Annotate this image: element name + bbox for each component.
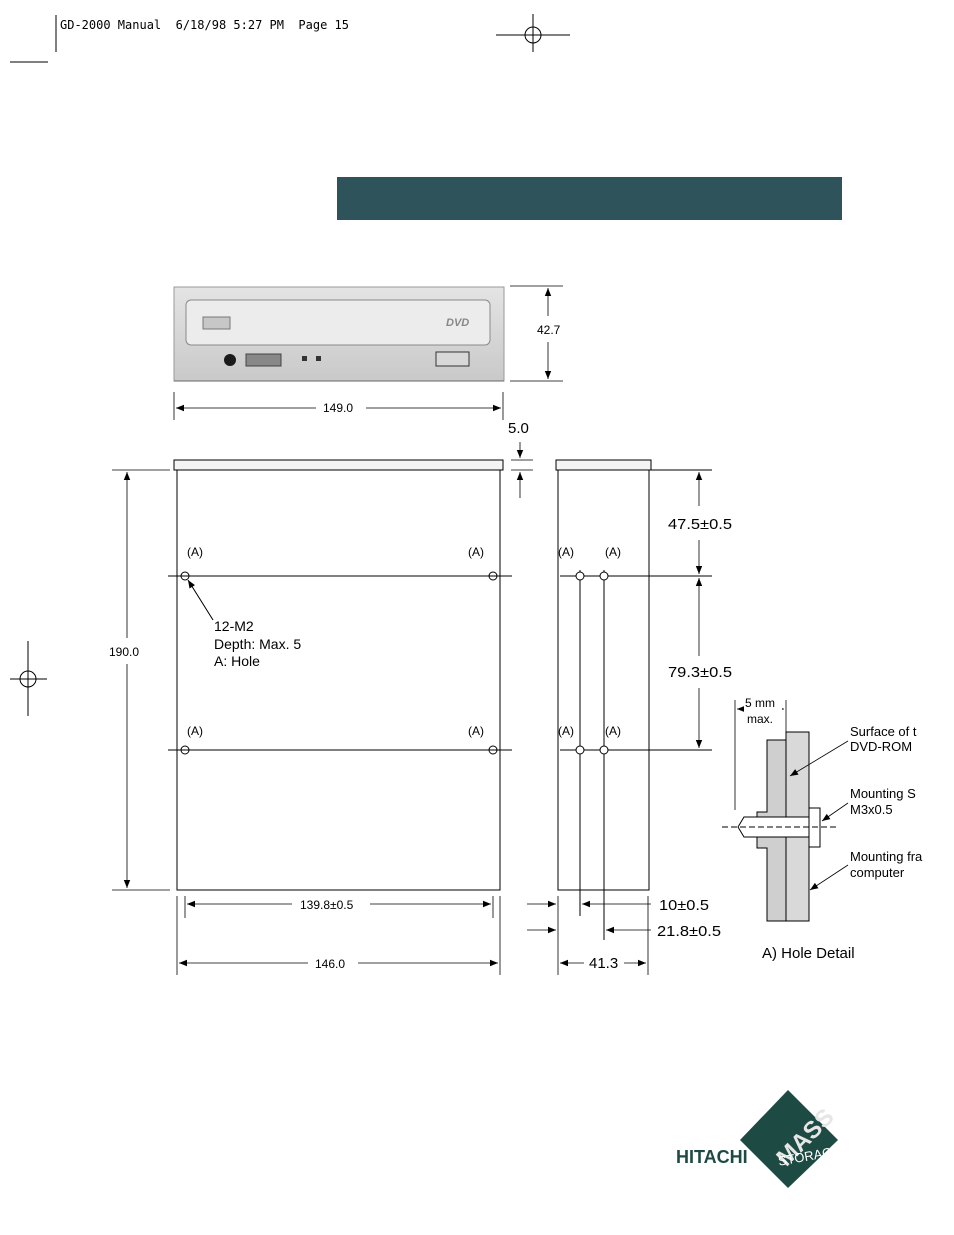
dvd-logo-text: DVD xyxy=(446,317,469,329)
logo-brand: HITACHI xyxy=(676,1147,748,1167)
top-dimensions xyxy=(112,442,533,975)
hole-label: (A) xyxy=(187,545,203,559)
hole-labels-top: (A) (A) (A) (A) xyxy=(187,545,484,738)
screw-label-2: M3x0.5 xyxy=(850,802,893,817)
side-view xyxy=(555,459,712,940)
side-dimensions xyxy=(527,472,703,975)
hole-label: (A) xyxy=(605,724,621,738)
frame-label-1: Mounting fra xyxy=(850,849,923,864)
hole-labels-side: (A) (A) (A) (A) xyxy=(558,545,621,738)
busy-led-icon xyxy=(316,356,321,361)
activity-led-icon xyxy=(302,356,307,361)
callout-line-1: 12-M2 xyxy=(214,618,254,634)
total-width-label: 146.0 xyxy=(315,957,345,971)
hole-label: (A) xyxy=(187,724,203,738)
screw-label-1: Mounting S xyxy=(850,786,916,801)
crop-marks xyxy=(10,14,570,716)
hole1-offset-label: 10±0.5 xyxy=(659,897,709,914)
headphone-jack-icon xyxy=(224,354,236,366)
max-depth-line-2: max. xyxy=(747,712,773,726)
front-width-label: 149.0 xyxy=(323,401,353,415)
top-view xyxy=(168,459,512,891)
hole-pitch-label: 79.3±0.5 xyxy=(668,664,732,681)
depth-label: 190.0 xyxy=(109,645,139,659)
eject-button-icon xyxy=(435,351,470,367)
callout-line-3: A: Hole xyxy=(214,653,260,669)
volume-control-icon xyxy=(245,353,282,367)
header-slug: GD-2000 Manual 6/18/98 5:27 PM Page 15 xyxy=(60,18,349,32)
max-depth-line-1: 5 mm xyxy=(745,696,775,710)
side-height-label: 41.3 xyxy=(589,955,618,972)
hole-label: (A) xyxy=(468,724,484,738)
frame-label-2: computer xyxy=(850,865,905,880)
hole-callout: 12-M2 Depth: Max. 5 A: Hole xyxy=(214,618,301,669)
hole-detail-caption: A) Hole Detail xyxy=(762,945,855,962)
bezel-depth-label: 5.0 xyxy=(508,420,529,437)
front-dimensions xyxy=(173,285,563,420)
front-to-hole-label: 47.5±0.5 xyxy=(668,516,732,533)
front-view: DVD xyxy=(173,286,505,382)
hole-label: (A) xyxy=(468,545,484,559)
hole2-offset-label: 21.8±0.5 xyxy=(657,923,721,940)
hole-label: (A) xyxy=(605,545,621,559)
hole-label: (A) xyxy=(558,545,574,559)
hitachi-mass-storage-logo: HITACHI MASS STORAGE xyxy=(676,1090,842,1188)
hole-detail xyxy=(722,700,849,922)
surface-label-2: DVD-ROM xyxy=(850,739,912,754)
hole-label: (A) xyxy=(558,724,574,738)
front-height-label: 42.7 xyxy=(537,323,561,337)
surface-label-1: Surface of t xyxy=(850,724,917,739)
callout-line-2: Depth: Max. 5 xyxy=(214,636,301,652)
section-title-bar xyxy=(337,177,842,220)
hole-spacing-label: 139.8±0.5 xyxy=(300,898,354,912)
